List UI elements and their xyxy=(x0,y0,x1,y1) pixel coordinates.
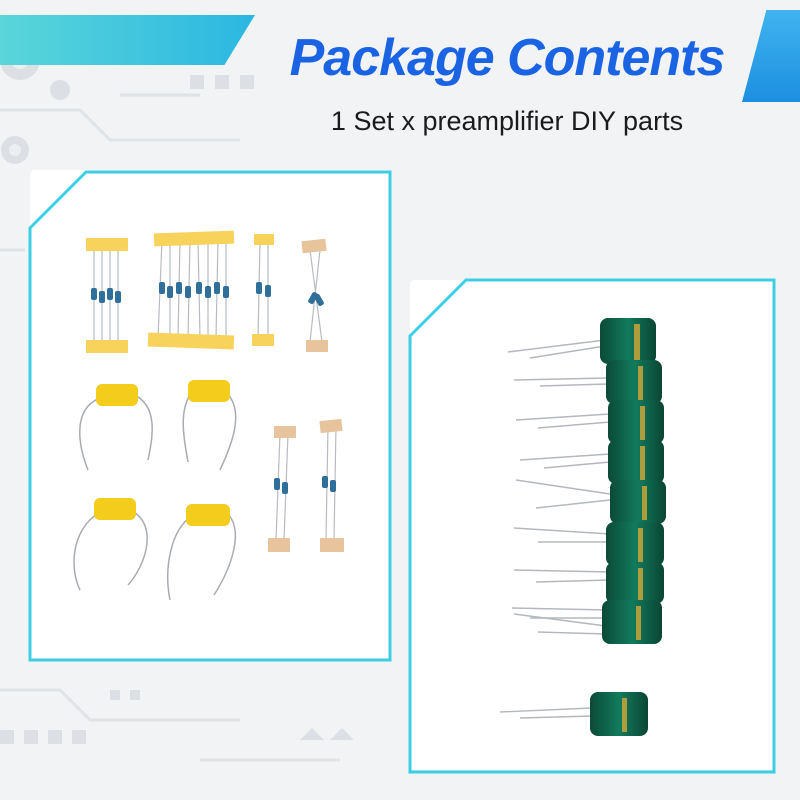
film-capacitor-3 xyxy=(73,498,148,591)
film-capacitor-1 xyxy=(79,384,153,471)
resistor-strip-4 xyxy=(301,238,328,352)
header-accent-left xyxy=(0,15,255,65)
resistors-capacitors-panel xyxy=(30,170,390,660)
resistor-film-cap-illustration xyxy=(73,230,344,601)
page-subtitle: 1 Set x preamplifier DIY parts xyxy=(330,106,684,136)
resistor-strip-3 xyxy=(252,234,274,346)
electrolytic-capacitor-stack xyxy=(590,318,666,736)
resistor-strip-1 xyxy=(86,238,128,353)
resistor-pair-2 xyxy=(319,418,344,552)
electrolytic-capacitors-panel xyxy=(410,280,774,770)
electrolytic-cap-illustration xyxy=(499,318,666,736)
page-title: Package Contents xyxy=(289,29,726,87)
film-capacitor-2 xyxy=(182,380,237,471)
film-capacitor-4 xyxy=(167,504,237,601)
resistor-strip-2 xyxy=(147,230,235,350)
resistor-pair-1 xyxy=(268,426,296,552)
